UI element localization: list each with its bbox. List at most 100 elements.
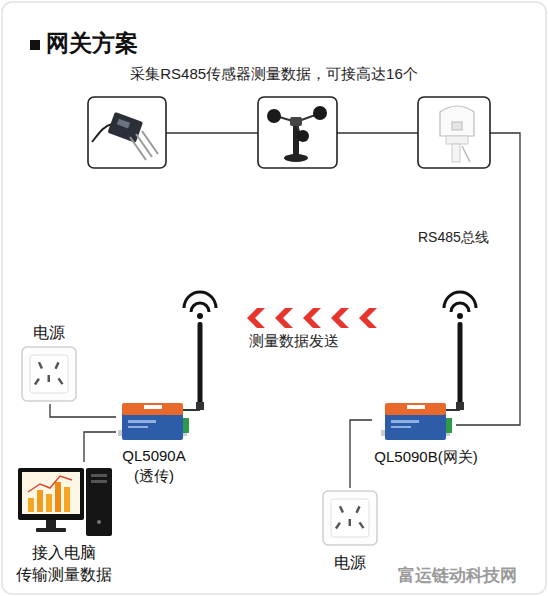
computer-part <box>46 520 56 528</box>
computer-part <box>37 490 43 512</box>
wireless-gateway-part <box>446 409 460 411</box>
computer <box>16 462 116 538</box>
power-outlet-part <box>22 347 76 401</box>
transfer-arrow <box>216 308 377 328</box>
power-outlet-part <box>57 378 63 385</box>
arrow-chevron <box>247 308 265 328</box>
connector-line <box>84 432 116 462</box>
wire-line <box>350 420 372 488</box>
wireless-gateway-part <box>391 420 419 423</box>
wireless-module-part <box>191 303 209 312</box>
node-label: 电源 <box>18 322 80 344</box>
wireless-module-part <box>144 405 162 409</box>
wind-speed-sensor-part <box>258 97 337 168</box>
temperature-humidity-sensor-part <box>462 146 470 162</box>
arrow-chevron <box>303 308 321 328</box>
power-outlet-part <box>358 522 364 529</box>
rs485-bus-wire-part <box>337 132 418 133</box>
power-outlet-part <box>38 362 43 369</box>
soil-sensor-part-part <box>117 119 130 129</box>
wireless-gateway-part <box>456 402 464 410</box>
computer-part <box>91 474 107 477</box>
wireless-module-part <box>122 403 183 415</box>
wind-speed-sensor-part <box>290 117 302 126</box>
wireless-module-part <box>183 418 189 433</box>
computer-part <box>22 472 80 514</box>
wind-speed-sensor-part <box>267 109 281 123</box>
power-outlet-part <box>355 506 360 513</box>
connector-line <box>50 404 116 417</box>
wind-speed-sensor-part <box>297 130 309 142</box>
bus-label: RS485总线 <box>418 228 489 247</box>
power-outlet <box>322 490 378 546</box>
wireless-gateway <box>372 290 480 442</box>
temperature-humidity-sensor-part <box>452 122 462 130</box>
temperature-humidity-sensor-part <box>452 144 460 162</box>
wind-speed-sensor-part <box>284 154 308 162</box>
arrow-chevron <box>275 308 293 328</box>
watermark: 富运链动科技网 <box>398 565 517 588</box>
node-label: QL5090B(网关) <box>372 447 480 467</box>
computer-part <box>64 487 70 512</box>
wireless-gateway-part <box>457 313 463 319</box>
wireless-gateway-part <box>391 426 411 428</box>
computer-part <box>46 494 52 512</box>
arrow-chevron <box>331 308 349 328</box>
computer-part <box>28 498 34 512</box>
wire-line <box>50 404 116 417</box>
rs485-bus-wire <box>166 133 520 425</box>
power-outlet-part <box>331 499 369 537</box>
wireless-module-part <box>196 402 204 410</box>
caption-note: 采集RS485传感器测量数据，可接高达16个 <box>0 64 548 84</box>
temperature-humidity-sensor-part <box>446 136 468 144</box>
wireless-module-part <box>184 292 216 308</box>
wireless-gateway-part <box>385 403 446 415</box>
computer-part <box>91 480 107 483</box>
device-node: 电源 <box>18 322 80 404</box>
device-node: 电源 <box>318 488 382 580</box>
wireless-module-part <box>198 322 203 406</box>
power-outlet-part <box>339 506 344 513</box>
connector-line <box>350 420 372 488</box>
power-outlet <box>21 346 77 402</box>
power-outlet-part <box>30 355 68 393</box>
device-node: QL5090B(网关) <box>372 290 480 472</box>
arrow-chevron <box>359 308 377 328</box>
soil-sensor <box>88 97 166 168</box>
wind-speed-sensor <box>258 97 337 168</box>
wireless-module-part <box>128 420 156 423</box>
wireless-gateway-part <box>446 418 452 433</box>
device-node: 接入电脑 传输测量数据 <box>10 462 118 588</box>
power-outlet-part <box>335 522 341 529</box>
wireless-module-part <box>183 409 200 411</box>
title-bullet <box>30 40 40 50</box>
power-outlet-part <box>54 362 59 369</box>
computer-part <box>36 528 66 532</box>
node-label: 接入电脑 传输测量数据 <box>6 542 122 585</box>
wireless-module <box>116 290 216 442</box>
power-outlet-part <box>349 519 352 526</box>
wireless-gateway-part <box>407 405 425 409</box>
computer-part <box>97 520 101 524</box>
node-label: 电源 <box>318 552 382 574</box>
arrow-path <box>216 318 372 319</box>
node-label: QL5090A (透传) <box>116 446 192 487</box>
diagram-title: 网关方案 <box>46 28 138 59</box>
temperature-humidity-sensor <box>418 97 490 168</box>
wireless-module-part <box>197 313 203 319</box>
soil-sensor-part <box>130 137 146 160</box>
rs485-bus-wire-part <box>456 133 520 425</box>
edge-label: 测量数据发送 <box>249 331 339 351</box>
wireless-module-part <box>128 426 148 428</box>
soil-sensor-part <box>142 131 158 154</box>
wind-speed-sensor-part <box>313 106 327 120</box>
temperature-humidity-sensor-part <box>440 106 474 136</box>
wire-line <box>84 432 116 462</box>
computer-part <box>28 476 72 492</box>
computer-part <box>86 468 112 536</box>
power-outlet-part <box>323 491 377 545</box>
temperature-humidity-sensor-part <box>418 97 490 168</box>
rs485-bus-wire-part <box>166 132 258 133</box>
